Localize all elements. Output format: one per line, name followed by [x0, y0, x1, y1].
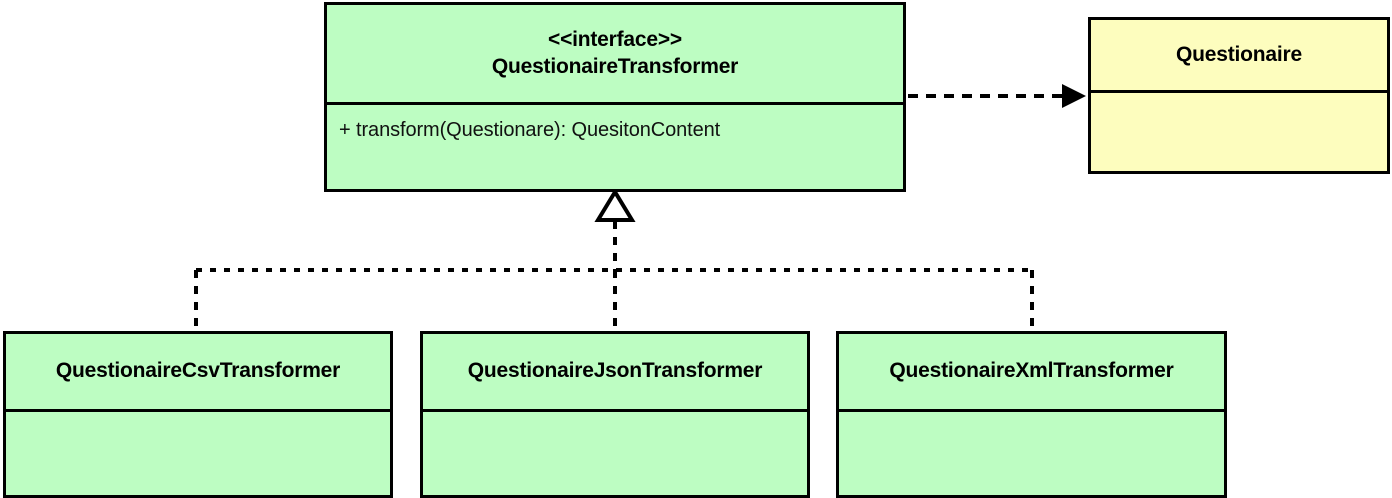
dependency-arrowhead	[1062, 84, 1086, 108]
class-node-questionaire-json-transformer[interactable]: QuestionaireJsonTransformer	[420, 331, 810, 498]
stereotype-label: <<interface>>	[548, 27, 682, 51]
members-compartment	[423, 412, 807, 495]
dependency-connector-questionaire	[908, 84, 1086, 108]
members-compartment	[839, 412, 1224, 495]
class-name-label: QuestionaireXmlTransformer	[889, 359, 1174, 383]
class-node-header: <<interface>> QuestionaireTransformer	[327, 5, 903, 105]
class-node-questionaire-transformer[interactable]: <<interface>> QuestionaireTransformer + …	[324, 2, 906, 192]
class-node-header: Questionaire	[1091, 20, 1387, 93]
method-row: + transform(Questionare): QuesitonConten…	[339, 119, 721, 141]
class-name-label: QuestionaireCsvTransformer	[55, 359, 341, 383]
class-node-header: QuestionaireJsonTransformer	[423, 334, 807, 412]
members-compartment	[6, 412, 390, 495]
class-node-questionaire-csv-transformer[interactable]: QuestionaireCsvTransformer	[3, 331, 393, 498]
class-node-questionaire-xml-transformer[interactable]: QuestionaireXmlTransformer	[836, 331, 1227, 498]
class-node-header: QuestionaireCsvTransformer	[6, 334, 390, 412]
realization-connector-tree	[194, 188, 1034, 331]
class-node-questionaire[interactable]: Questionaire	[1088, 17, 1390, 174]
members-compartment	[1091, 93, 1387, 171]
class-name-label: QuestionaireJsonTransformer	[467, 359, 763, 383]
class-node-header: QuestionaireXmlTransformer	[839, 334, 1224, 412]
realization-hollow-triangle	[594, 188, 636, 222]
methods-compartment: + transform(Questionare): QuesitonConten…	[327, 105, 903, 189]
class-name-label: QuestionaireTransformer	[491, 54, 739, 78]
class-name-label: Questionaire	[1176, 42, 1302, 66]
